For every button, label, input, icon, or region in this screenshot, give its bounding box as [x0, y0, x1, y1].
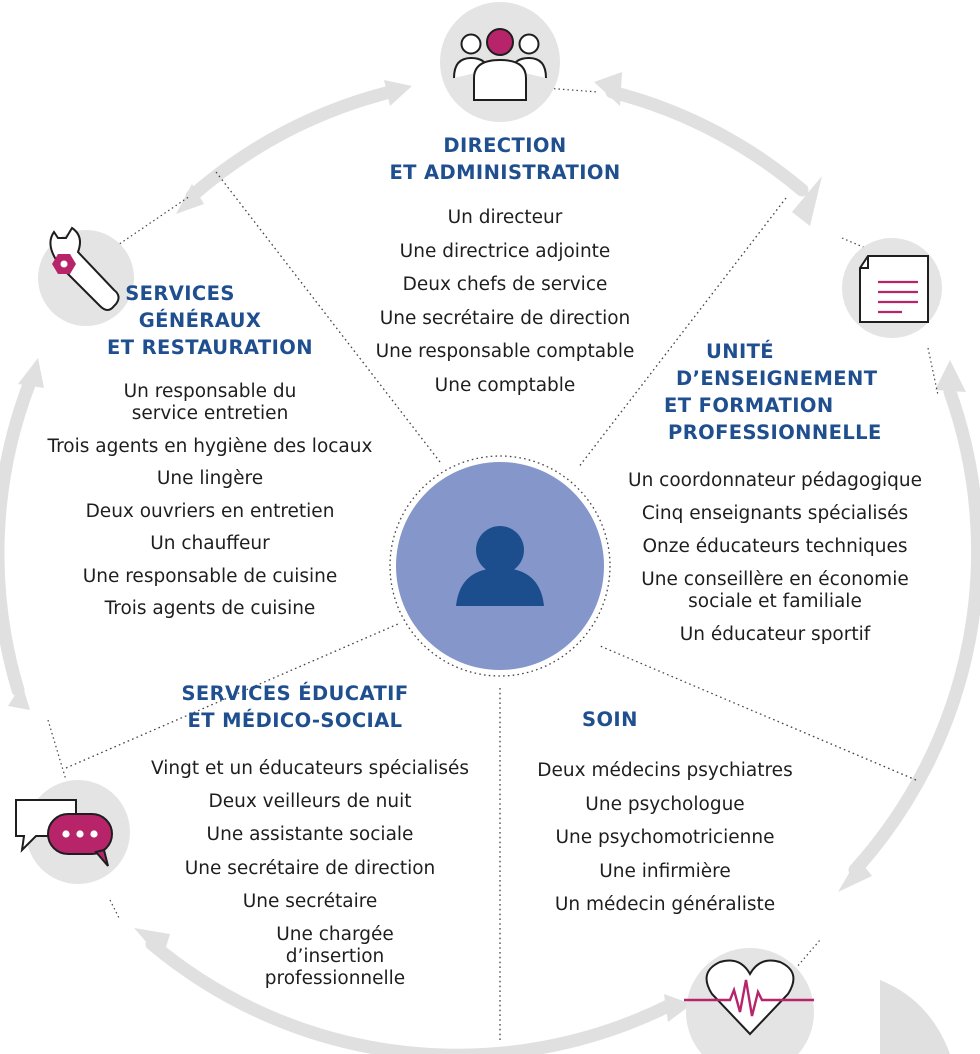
list-item: Deux chefs de service: [402, 274, 608, 295]
list-item: Un éducateur sportif: [679, 624, 871, 645]
title-line: SERVICES ÉDUCATIF: [181, 682, 409, 705]
arrowhead-top-right: [792, 176, 822, 226]
list-item: Une chargée d’insertion professionnelle: [264, 923, 406, 989]
list-item: Trois agents en hygiène des locaux: [47, 435, 373, 457]
arrow-top-right: [605, 85, 809, 197]
section-direction: DIRECTION ET ADMINISTRATION Un directeur…: [330, 132, 680, 408]
title-line: SOIN: [582, 708, 638, 731]
list-item: Une infirmière: [599, 860, 731, 882]
list-item: Une comptable: [434, 374, 576, 396]
arrowhead-right-start: [935, 360, 966, 392]
title-line: UNITÉ: [706, 340, 775, 363]
list-item: Une conseillère en économie sociale et f…: [641, 569, 909, 612]
list-item: Un chauffeur: [150, 533, 270, 554]
heart-pulse-icon: [684, 948, 814, 1054]
arrowhead-top-left: [384, 80, 412, 106]
title-line: D’ENSEIGNEMENT: [676, 367, 878, 390]
divider-top-left: [215, 171, 441, 463]
title-line: ET FORMATION: [664, 394, 834, 417]
section-title: DIRECTION ET ADMINISTRATION: [330, 132, 680, 186]
title-line: ET ADMINISTRATION: [389, 161, 621, 184]
list-item: Onze éducateurs techniques: [642, 536, 908, 557]
list-item: Une psychologue: [585, 793, 745, 815]
list-item: Vingt et un éducateurs spécialisés: [150, 758, 470, 779]
list-item: Un coordonnateur pédagogique: [628, 470, 922, 491]
arrow-top-left: [185, 85, 397, 203]
list-item: Une secrétaire de direction: [379, 307, 631, 329]
arrow-right: [848, 385, 980, 877]
section-services-generaux: SERVICES GÉNÉRAUX ET RESTAURATION Un res…: [40, 280, 410, 631]
arrowhead-left: [18, 358, 44, 388]
center-node: [389, 455, 611, 677]
list-item: Trois agents de cuisine: [104, 598, 316, 619]
list-item: Une lingère: [156, 468, 264, 489]
arrow-left: [0, 375, 37, 697]
list-item: Un responsable du service entretien: [123, 381, 297, 424]
chat-bubbles-icon: [15, 780, 130, 884]
staff-list: Un directeur Une directrice adjointe Deu…: [330, 207, 680, 397]
staff-list: Un responsable du service entretien Troi…: [40, 381, 380, 620]
section-title: SERVICES ÉDUCATIF ET MÉDICO-SOCIAL: [120, 680, 500, 734]
dotted-dividers: [65, 171, 917, 1040]
section-soin: SOIN Deux médecins psychiatres Une psych…: [510, 706, 820, 928]
section-enseignement: UNITÉ D’ENSEIGNEMENT ET FORMATION PROFES…: [610, 338, 940, 657]
title-line: ET RESTAURATION: [107, 336, 313, 359]
title-line: PROFESSIONNELLE: [668, 421, 882, 444]
title-line: SERVICES: [125, 282, 235, 305]
list-item: Deux veilleurs de nuit: [208, 791, 412, 813]
title-line: DIRECTION: [443, 134, 567, 157]
team-icon: [440, 2, 560, 122]
list-item: Une psychomotricienne: [555, 827, 775, 848]
arrowhead-bottom: [134, 928, 170, 960]
arrowhead-bottom-start: [664, 994, 692, 1022]
list-item: Une responsable comptable: [375, 341, 635, 362]
staff-list: Vingt et un éducateurs spécialisés Deux …: [120, 758, 500, 990]
section-title: UNITÉ D’ENSEIGNEMENT ET FORMATION PROFES…: [610, 338, 940, 446]
arrow-heads: [8, 72, 966, 1054]
arrowhead-top-left-start: [176, 184, 204, 214]
divider-top-right: [577, 197, 787, 469]
arrowhead-top-right-start: [594, 72, 622, 106]
arrowhead-bottom-right-large: [880, 980, 950, 1054]
staff-list: Un coordonnateur pédagogique Cinq enseig…: [610, 470, 940, 646]
arrow-bottom: [145, 937, 679, 1054]
list-item: Un médecin généraliste: [554, 894, 776, 915]
staff-list: Deux médecins psychiatres Une psychologu…: [510, 760, 820, 916]
section-educatif: SERVICES ÉDUCATIF ET MÉDICO-SOCIAL Vingt…: [120, 680, 500, 1001]
section-title: SERVICES GÉNÉRAUX ET RESTAURATION: [40, 280, 410, 361]
title-line: GÉNÉRAUX: [138, 309, 262, 332]
section-title: SOIN: [510, 706, 820, 733]
list-item: Une secrétaire de direction: [184, 857, 436, 879]
list-item: Cinq enseignants spécialisés: [641, 503, 909, 524]
arrowhead-right: [838, 858, 872, 892]
list-item: Une secrétaire: [242, 890, 378, 912]
person-icon: [456, 526, 544, 606]
list-item: Une responsable de cuisine: [82, 565, 338, 587]
arrowhead-left-start: [8, 684, 30, 710]
list-item: Deux ouvriers en entretien: [85, 500, 335, 522]
wrench-icon: [38, 226, 134, 326]
cycle-arrows: [0, 85, 980, 1054]
list-item: Deux médecins psychiatres: [537, 760, 793, 781]
document-icon: [842, 238, 942, 338]
title-line: ET MÉDICO-SOCIAL: [187, 709, 403, 732]
list-item: Un directeur: [447, 207, 563, 228]
list-item: Une assistante sociale: [206, 824, 414, 846]
list-item: Une directrice adjointe: [399, 240, 611, 262]
